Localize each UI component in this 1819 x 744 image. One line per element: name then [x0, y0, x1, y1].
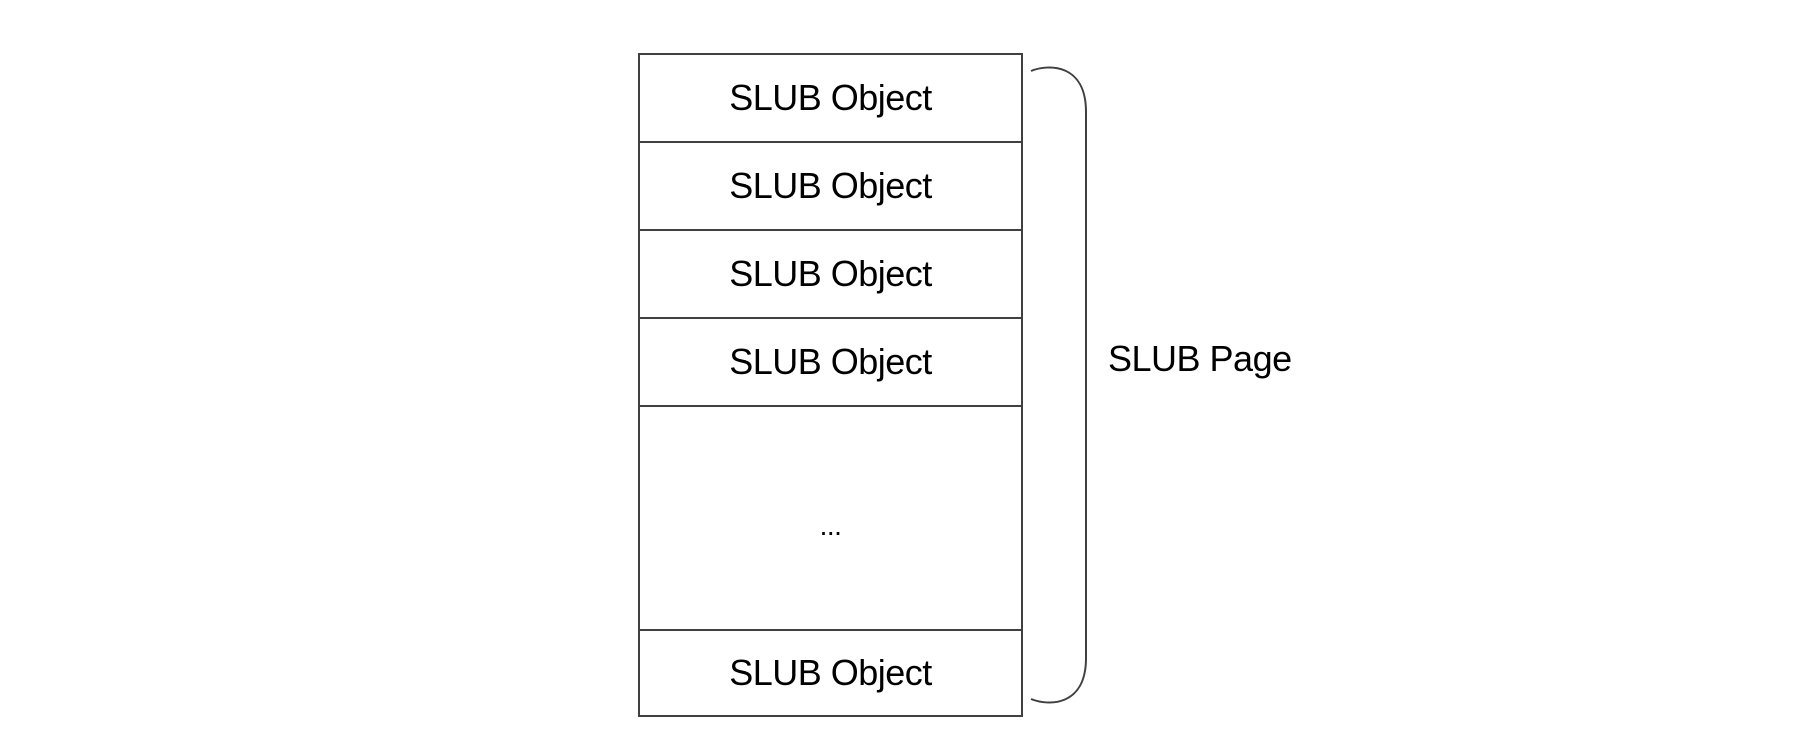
- slub-object-label: SLUB Object: [729, 652, 932, 693]
- slub-object-label: SLUB Object: [729, 341, 932, 382]
- slub-object-label: SLUB Object: [729, 253, 932, 294]
- slub-object-box: SLUB Object: [640, 319, 1021, 407]
- slub-object-box: SLUB Object: [640, 143, 1021, 231]
- slub-object-box: SLUB Object: [640, 631, 1021, 715]
- ellipsis-box: ...: [640, 407, 1021, 631]
- slub-page-label: SLUB Page: [1108, 338, 1292, 379]
- slub-page-stack: SLUB Object SLUB Object SLUB Object SLUB…: [638, 53, 1023, 717]
- slub-object-label: SLUB Object: [729, 165, 932, 206]
- slub-object-box: SLUB Object: [640, 231, 1021, 319]
- ellipsis-label: ...: [819, 510, 842, 541]
- slub-object-label: SLUB Object: [729, 77, 932, 118]
- slub-object-box: SLUB Object: [640, 55, 1021, 143]
